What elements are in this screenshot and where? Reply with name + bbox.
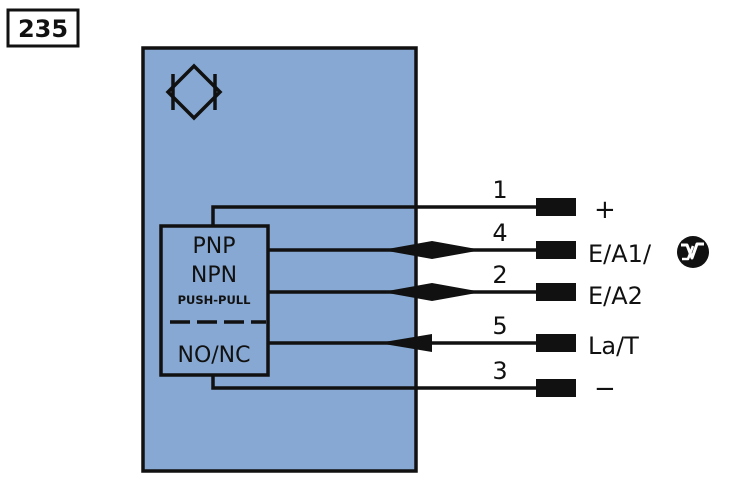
proximity-sensor-icon <box>165 63 223 121</box>
logic-label-push-pull: PUSH-PULL <box>178 293 252 307</box>
wire-3-terminal <box>536 379 576 397</box>
logic-label-pnp: PNP <box>193 234 236 259</box>
logic-block: PNP NPN PUSH-PULL NO/NC <box>159 224 270 377</box>
wire-4-pin: 4 <box>492 219 507 247</box>
wire-5-terminal <box>536 334 576 352</box>
wire-1: 1 + <box>211 176 616 226</box>
wire-1-signal: + <box>594 195 616 225</box>
wire-4-terminal <box>536 241 576 259</box>
wire-2-pin: 2 <box>492 261 507 289</box>
sensor-housing <box>141 46 418 473</box>
wire-3-line <box>211 375 548 390</box>
wire-3: 3 − <box>211 357 616 404</box>
wire-5: 5 La/T <box>268 312 639 360</box>
logic-label-npn: NPN <box>191 263 237 288</box>
wire-2-bidirectional-marker <box>382 283 482 301</box>
wire-4-signal: E/A1/ <box>588 240 652 268</box>
logic-label-no-nc: NO/NC <box>177 343 250 368</box>
wire-1-line <box>211 205 548 226</box>
wire-3-pin: 3 <box>492 357 507 385</box>
wire-3-signal: − <box>594 374 616 404</box>
wire-1-terminal <box>536 198 576 216</box>
wire-4-bidirectional-marker <box>382 241 482 259</box>
diagram-number-frame <box>6 8 80 48</box>
diagram-number-box: 235 <box>6 8 80 48</box>
wire-5-pin: 5 <box>492 312 507 340</box>
wire-2-terminal <box>536 283 576 301</box>
wire-5-input-arrow <box>378 334 432 352</box>
wire-1-pin: 1 <box>492 176 507 204</box>
wire-2-signal: E/A2 <box>588 282 643 310</box>
wire-5-signal: La/T <box>588 332 639 360</box>
wire-2: 2 E/A2 <box>268 261 643 310</box>
diagram-number: 235 <box>18 15 68 43</box>
io-link-icon <box>677 236 709 268</box>
wire-4: 4 E/A1/ <box>268 219 709 268</box>
